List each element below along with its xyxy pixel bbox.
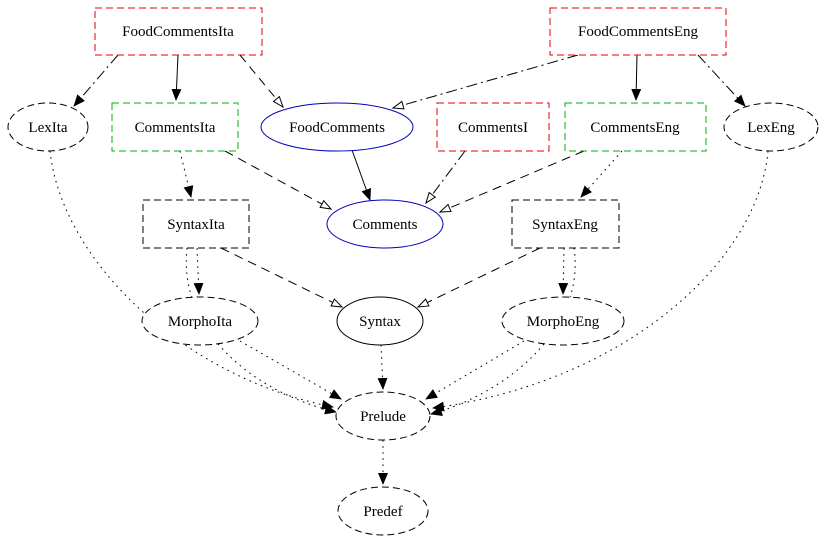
edge-MorphoIta-Prelude — [239, 340, 342, 400]
node-label: CommentsIta — [135, 120, 216, 136]
node-shape — [337, 486, 429, 536]
node-shape — [336, 296, 424, 346]
edge-SyntaxIta-Prelude — [185, 247, 337, 415]
edge-CommentsI-Comments — [425, 150, 466, 205]
node-SyntaxIta: SyntaxIta — [142, 199, 250, 249]
node-label: FoodCommentsEng — [578, 24, 699, 40]
edge-SyntaxEng-Prelude — [430, 247, 576, 416]
node-Predef: Predef — [337, 486, 429, 536]
node-FoodComments: FoodComments — [260, 102, 414, 152]
node-shape — [7, 102, 89, 152]
node-label: CommentsI — [458, 120, 528, 136]
edge-CommentsIta-SyntaxIta — [179, 150, 194, 198]
edge-SyntaxEng-Syntax — [416, 247, 541, 308]
node-label: Prelude — [360, 409, 406, 425]
node-shape — [549, 7, 727, 56]
edge-FoodComments-Comments — [351, 149, 371, 201]
node-label: FoodComments — [289, 120, 385, 136]
node-Prelude: Prelude — [335, 391, 431, 441]
node-label: SyntaxIta — [167, 217, 225, 233]
node-label: Syntax — [359, 314, 401, 330]
node-shape — [111, 102, 239, 152]
node-label: Comments — [352, 217, 417, 233]
node-CommentsI: CommentsI — [436, 102, 550, 152]
edge-MorphoEng-Prelude — [425, 340, 525, 400]
node-label: FoodCommentsIta — [122, 24, 234, 40]
edge-LexIta-Prelude — [49, 150, 334, 410]
node-label: MorphoIta — [168, 314, 232, 330]
node-shape — [141, 296, 259, 346]
edge-Syntax-Prelude — [377, 344, 388, 390]
edge-FoodCommentsEng-LexEng — [697, 54, 746, 107]
edge-FoodCommentsIta-CommentsIta — [171, 54, 182, 101]
edge-SyntaxIta-Syntax — [220, 247, 344, 308]
node-Syntax: Syntax — [336, 296, 424, 346]
node-CommentsEng: CommentsEng — [564, 102, 707, 152]
edge-FoodCommentsEng-CommentsEng — [631, 54, 642, 101]
node-MorphoIta: MorphoIta — [141, 296, 259, 346]
node-shape — [436, 102, 550, 152]
node-LexIta: LexIta — [7, 102, 89, 152]
node-label: SyntaxEng — [532, 217, 598, 233]
node-SyntaxEng: SyntaxEng — [511, 199, 620, 249]
node-FoodCommentsEng: FoodCommentsEng — [549, 7, 727, 56]
node-shape — [501, 296, 625, 346]
node-layer: FoodCommentsIta FoodCommentsEng LexIta C… — [7, 7, 819, 536]
node-MorphoEng: MorphoEng — [501, 296, 625, 346]
node-label: Predef — [363, 504, 402, 520]
node-label: CommentsEng — [590, 120, 680, 136]
edge-SyntaxEng-MorphoEng — [558, 247, 569, 295]
node-FoodCommentsIta: FoodCommentsIta — [94, 7, 263, 56]
edge-CommentsIta-Comments — [224, 150, 333, 210]
node-shape — [94, 7, 263, 56]
node-shape — [511, 199, 620, 249]
node-CommentsIta: CommentsIta — [111, 102, 239, 152]
node-shape — [564, 102, 707, 152]
node-shape — [723, 102, 819, 152]
edge-FoodCommentsIta-LexIta — [73, 54, 119, 107]
edge-CommentsEng-Comments — [438, 150, 585, 213]
node-label: LexIta — [28, 120, 67, 136]
edge-layer — [49, 54, 769, 485]
node-label: LexEng — [747, 120, 795, 136]
node-label: MorphoEng — [527, 314, 600, 330]
node-shape — [335, 391, 431, 441]
node-LexEng: LexEng — [723, 102, 819, 152]
edge-FoodCommentsEng-FoodComments — [391, 54, 579, 110]
node-shape — [260, 102, 414, 152]
node-Comments: Comments — [326, 199, 444, 249]
edge-SyntaxIta-MorphoIta — [193, 247, 204, 295]
edge-CommentsEng-SyntaxEng — [580, 150, 623, 198]
edge-LexEng-Prelude — [432, 150, 769, 412]
node-shape — [326, 199, 444, 249]
edge-FoodCommentsIta-FoodComments — [239, 54, 284, 109]
node-shape — [142, 199, 250, 249]
